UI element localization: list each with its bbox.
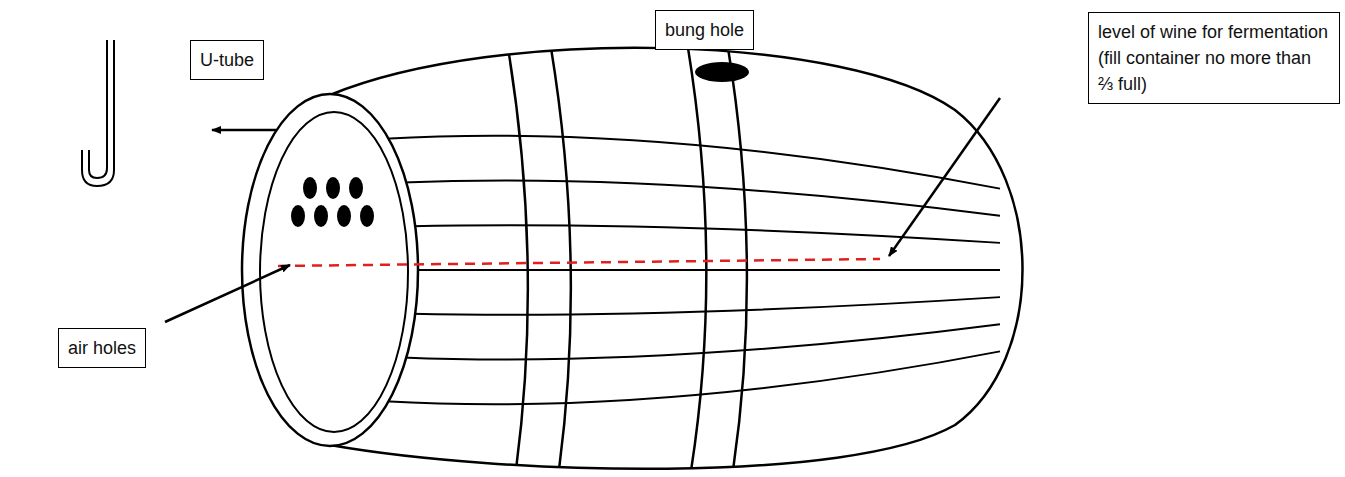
label-text: level of wine for fermentation (fill con… bbox=[1098, 19, 1330, 97]
u-tube-drawing bbox=[82, 40, 114, 186]
barrel-stave bbox=[402, 180, 1000, 215]
wine-level-line bbox=[278, 259, 880, 266]
label-text: air holes bbox=[68, 335, 136, 361]
barrel-stave bbox=[385, 351, 1000, 404]
barrel-staves bbox=[385, 136, 1000, 405]
label-box: U-tube bbox=[190, 40, 264, 80]
label-text: U-tube bbox=[200, 47, 254, 73]
leader-arrows bbox=[165, 98, 1000, 322]
air-hole-dots bbox=[291, 177, 374, 227]
bung-hole-drawing bbox=[695, 62, 749, 82]
barrel-body bbox=[330, 48, 1023, 469]
label-box: air holes bbox=[58, 328, 146, 368]
label-box: bung hole bbox=[655, 10, 754, 50]
barrel-stave bbox=[402, 324, 1000, 359]
label-box: level of wine for fermentation (fill con… bbox=[1088, 12, 1340, 104]
barrel-end-rim bbox=[260, 112, 408, 432]
barrel-hoops bbox=[505, 30, 747, 477]
barrel-end bbox=[242, 94, 418, 446]
label-text: bung hole bbox=[665, 17, 744, 43]
